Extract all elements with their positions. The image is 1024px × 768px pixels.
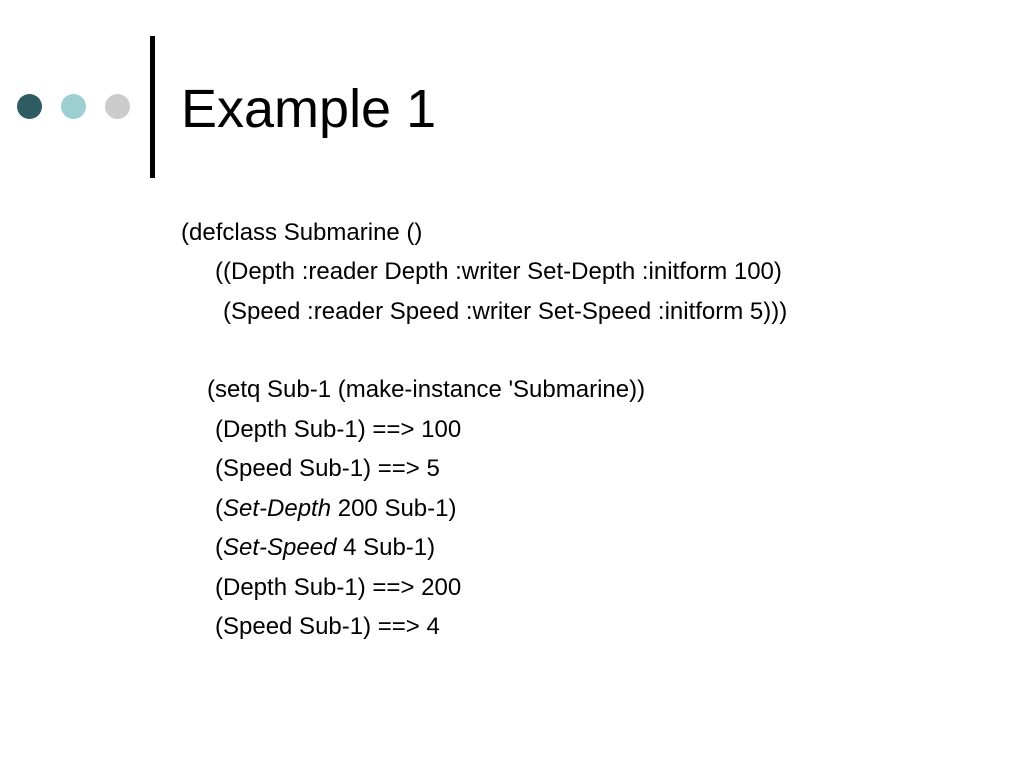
code-line: ((Depth :reader Depth :writer Set-Depth … xyxy=(215,258,782,285)
code-italic-text: Set-Speed xyxy=(223,534,337,561)
slide-title: Example 1 xyxy=(181,79,437,139)
code-line: (setq Sub-1 (make-instance 'Submarine)) xyxy=(207,376,646,403)
code-italic-text: Set-Depth xyxy=(223,495,332,522)
code-text: 200 Sub-1) xyxy=(331,495,457,522)
code-line: (Set-Depth 200 Sub-1) xyxy=(215,491,456,527)
code-line: (defclass Submarine () xyxy=(181,219,423,246)
code-line: (Depth Sub-1) ==> 200 xyxy=(215,574,462,601)
code-line: (Set-Speed 4 Sub-1) xyxy=(215,530,435,566)
code-line: (Depth Sub-1) ==> 100 xyxy=(215,416,462,443)
code-line: (Speed :reader Speed :writer Set-Speed :… xyxy=(223,298,788,325)
bullet-dot-light xyxy=(61,94,86,119)
code-line: (Speed Sub-1) ==> 4 xyxy=(215,613,440,640)
code-text: ( xyxy=(215,534,223,561)
code-line: (Speed Sub-1) ==> 5 xyxy=(215,455,440,482)
code-text: ( xyxy=(215,495,223,522)
title-divider xyxy=(150,36,155,178)
code-text: 4 Sub-1) xyxy=(336,534,436,561)
bullet-dot-dark xyxy=(17,94,42,119)
bullet-dot-gray xyxy=(105,94,130,119)
